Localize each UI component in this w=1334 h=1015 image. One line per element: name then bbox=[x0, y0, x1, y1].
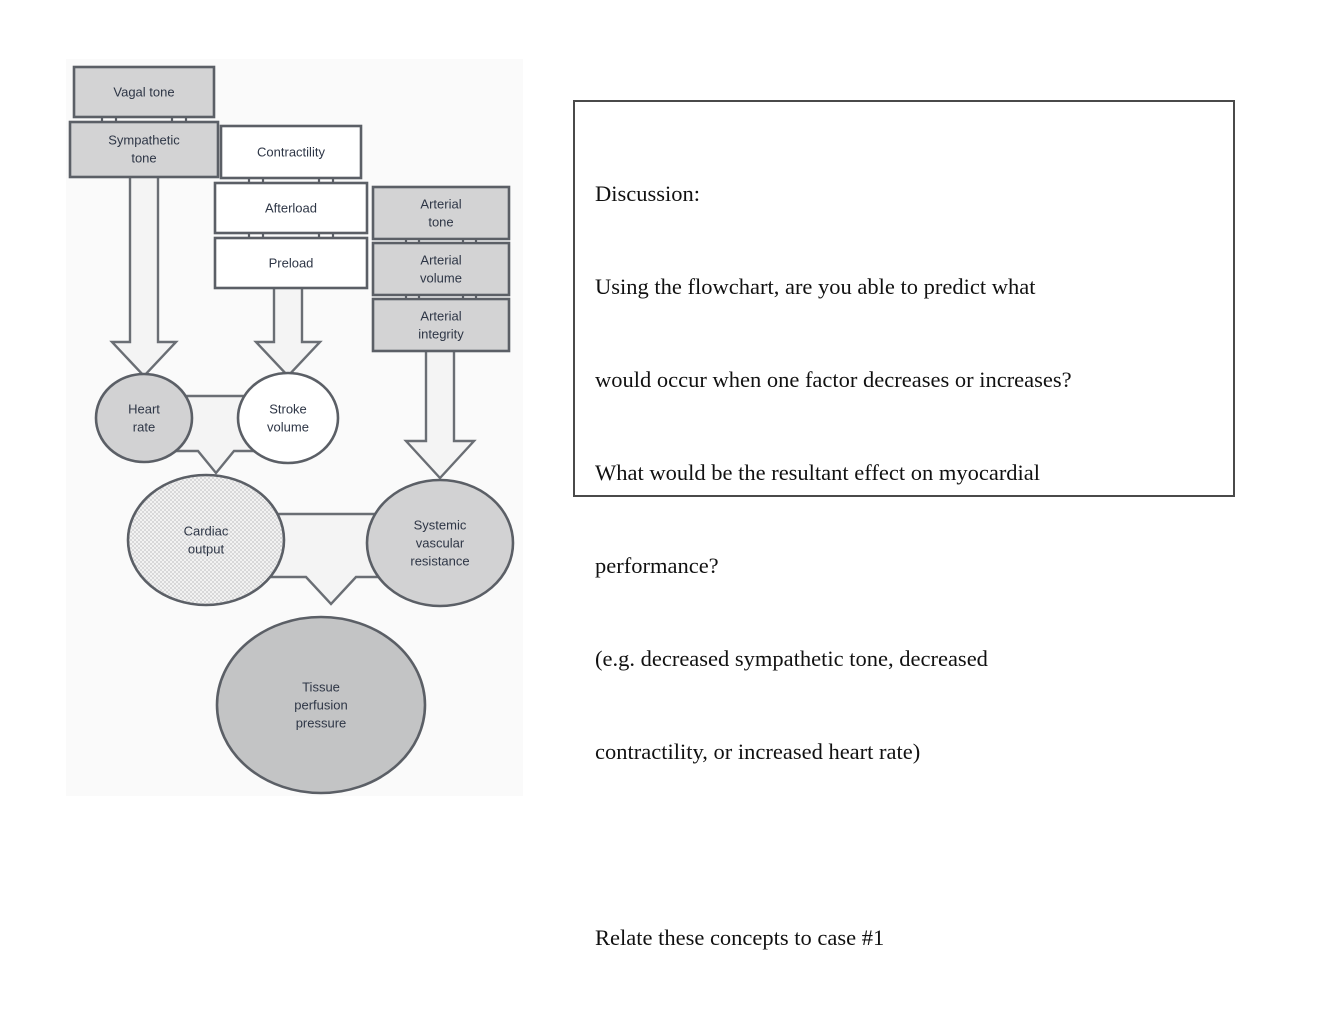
arrow-arterial-to-svr bbox=[403, 342, 477, 480]
node-label-arterial-integrity-1: Arterial bbox=[420, 308, 461, 323]
discussion-text: Discussion: Using the flowchart, are you… bbox=[595, 116, 1215, 1015]
node-label-arterial-tone-1: Arterial bbox=[420, 196, 461, 211]
node-label-afterload: Afterload bbox=[265, 200, 317, 215]
node-label-svr-2: vascular bbox=[416, 535, 465, 550]
node-label-heart-rate-1: Heart bbox=[128, 401, 160, 416]
discussion-line-6: (e.g. decreased sympathetic tone, decrea… bbox=[595, 646, 988, 671]
node-label-vagal-tone: Vagal tone bbox=[113, 84, 174, 99]
node-contractility[interactable]: Contractility bbox=[219, 124, 363, 180]
node-label-svr-1: Systemic bbox=[414, 517, 467, 532]
node-sympathetic-tone[interactable]: Sympathetic tone bbox=[68, 120, 220, 179]
node-cardiac-output[interactable]: Cardiac output bbox=[126, 473, 286, 607]
node-label-cardiac-output-2: output bbox=[188, 541, 225, 556]
node-label-arterial-volume-2: volume bbox=[420, 270, 462, 285]
node-label-arterial-volume-1: Arterial bbox=[420, 252, 461, 267]
flowchart-panel: Vagal tone Sympathetic tone Contractilit… bbox=[66, 59, 523, 796]
node-arterial-volume[interactable]: Arterial volume bbox=[371, 241, 511, 297]
discussion-line-4: What would be the resultant effect on my… bbox=[595, 460, 1041, 485]
node-label-arterial-tone-2: tone bbox=[428, 214, 453, 229]
discussion-line-2: Using the flowchart, are you able to pre… bbox=[595, 274, 1036, 299]
discussion-line-9: Relate these concepts to case #1 bbox=[595, 925, 885, 950]
arrow-preload-to-stroke-volume bbox=[253, 279, 323, 378]
node-label-contractility: Contractility bbox=[257, 144, 325, 159]
discussion-line-3: would occur when one factor decreases or… bbox=[595, 367, 1072, 392]
node-label-tpp-3: pressure bbox=[296, 715, 347, 730]
node-label-cardiac-output-1: Cardiac bbox=[184, 523, 229, 538]
node-label-arterial-integrity-2: integrity bbox=[418, 326, 464, 341]
node-stroke-volume[interactable]: Stroke volume bbox=[236, 371, 340, 465]
node-afterload[interactable]: Afterload bbox=[213, 181, 369, 235]
node-arterial-integrity[interactable]: Arterial integrity bbox=[371, 297, 511, 353]
node-preload[interactable]: Preload bbox=[213, 236, 369, 290]
discussion-box: Discussion: Using the flowchart, are you… bbox=[573, 100, 1235, 950]
node-label-sympathetic-tone-1: Sympathetic bbox=[108, 132, 180, 147]
discussion-line-1: Discussion: bbox=[595, 181, 701, 206]
node-label-stroke-volume-2: volume bbox=[267, 419, 309, 434]
node-label-svr-3: resistance bbox=[410, 553, 469, 568]
node-label-tpp-1: Tissue bbox=[302, 679, 340, 694]
discussion-blank-line bbox=[595, 829, 1215, 860]
arrow-sympathetic-to-heart-rate bbox=[109, 167, 179, 378]
node-label-tpp-2: perfusion bbox=[294, 697, 347, 712]
node-heart-rate[interactable]: Heart rate bbox=[94, 372, 194, 464]
node-arterial-tone[interactable]: Arterial tone bbox=[371, 185, 511, 241]
node-tissue-perfusion-pressure[interactable]: Tissue perfusion pressure bbox=[215, 615, 427, 795]
discussion-line-7: contractility, or increased heart rate) bbox=[595, 739, 921, 764]
node-label-stroke-volume-1: Stroke bbox=[269, 401, 307, 416]
node-systemic-vascular-resistance[interactable]: Systemic vascular resistance bbox=[365, 478, 515, 608]
flowchart-diagram: Vagal tone Sympathetic tone Contractilit… bbox=[68, 65, 515, 795]
node-label-heart-rate-2: rate bbox=[133, 419, 155, 434]
node-vagal-tone[interactable]: Vagal tone bbox=[72, 65, 216, 119]
node-label-sympathetic-tone-2: tone bbox=[131, 150, 156, 165]
discussion-line-5: performance? bbox=[595, 553, 719, 578]
node-label-preload: Preload bbox=[269, 255, 314, 270]
